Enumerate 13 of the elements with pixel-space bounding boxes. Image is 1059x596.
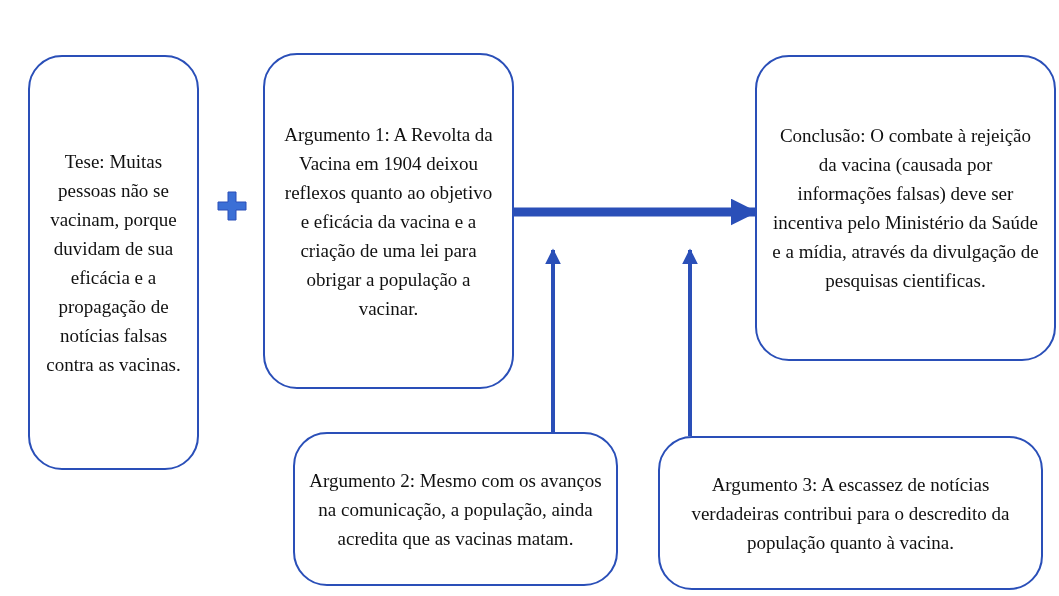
text-box	[28, 55, 199, 470]
box-text: Argumento 3: A escassez de notícias verdadeiras contribui para o descredito da população quanto à vacina.	[691, 473, 1010, 553]
box-text: Argumento 2: Mesmo com os avanços na comunicação, a população, ainda acredita que as vacinas matam.	[309, 469, 602, 549]
arrow	[682, 248, 698, 436]
text-box	[263, 53, 514, 389]
arrow	[545, 248, 561, 432]
text-box	[755, 55, 1056, 361]
box-text: Conclusão: O combate à rejeição da vacina (causada por informações falsas) deve ser incentiva pelo Ministério da Saúde e a mídia, através da divulgação de pesquisas cientificas.	[772, 125, 1039, 291]
box-text: Tese: Muitas pessoas não se vacinam, porque duvidam de sua eficácia e a propagação de notícias falsas contra as vacinas.	[46, 150, 181, 375]
arrow	[514, 198, 758, 226]
text-box	[293, 432, 618, 586]
text-box	[658, 436, 1043, 590]
box-text: Argumento 1: A Revolta da Vacina em 1904 deixou reflexos quanto ao objetivo e eficácia da vacina e a criação de uma lei para obrigar a população a vacinar.	[284, 123, 493, 319]
